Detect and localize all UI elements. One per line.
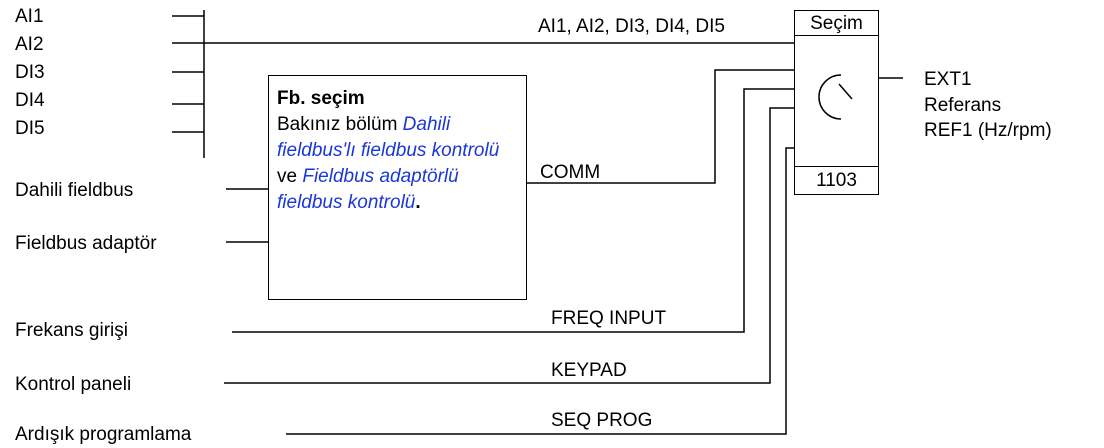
selector-parameter: 1103 (795, 166, 878, 194)
di4-label: DI4 (15, 90, 45, 111)
comm-signal-label: COMM (540, 162, 601, 183)
freq-input-label: Frekans girişi (15, 320, 128, 341)
control-panel-label: Kontrol paneli (15, 374, 132, 395)
internal-fieldbus-link[interactable]: Dahili fieldbus'lı fieldbus kontrolü (277, 114, 500, 161)
internal-fieldbus-label: Dahili fieldbus (15, 180, 134, 201)
selector-title: Seçim (795, 11, 878, 36)
fieldbus-adapter-label: Fieldbus adaptör (15, 233, 157, 254)
seq-prog-line (286, 147, 794, 435)
seq-programming-label: Ardışık programlama (15, 424, 192, 445)
ai1-label: AI1 (15, 6, 44, 27)
fieldbus-selection-box: Fb. seçim Bakınız bölüm Dahili fieldbus'… (268, 75, 527, 300)
keypad-signal-label: KEYPAD (551, 360, 627, 381)
comm-line (527, 69, 794, 184)
selector-switch-icon (817, 73, 853, 120)
di3-label: DI3 (15, 62, 45, 83)
fieldbus-selection-text: Bakınız bölüm Dahili fieldbus'lı fieldbu… (277, 112, 518, 216)
keypad-line (224, 107, 794, 384)
freq-input-line (232, 88, 794, 333)
fb-text-1: Bakınız bölüm (277, 114, 403, 135)
ai2-label: AI2 (15, 34, 44, 55)
fieldbus-selection-title: Fb. seçim (277, 88, 365, 109)
fb-text-2: ve (277, 166, 303, 187)
fieldbus-adapter-link[interactable]: Fieldbus adaptörlü fieldbus kontrolü (277, 166, 459, 213)
fb-text-3: . (415, 192, 421, 213)
output-ext1-label: EXT1 (924, 69, 972, 90)
analog-digital-signal-label: AI1, AI2, DI3, DI4, DI5 (538, 16, 725, 37)
output-reference-label: Referans (924, 95, 1002, 116)
freq-input-signal-label: FREQ INPUT (551, 308, 667, 329)
output-ref1-label: REF1 (Hz/rpm) (924, 120, 1052, 141)
seq-prog-signal-label: SEQ PROG (551, 410, 653, 431)
di5-label: DI5 (15, 118, 45, 139)
selector-box: Seçim 1103 (794, 10, 879, 195)
